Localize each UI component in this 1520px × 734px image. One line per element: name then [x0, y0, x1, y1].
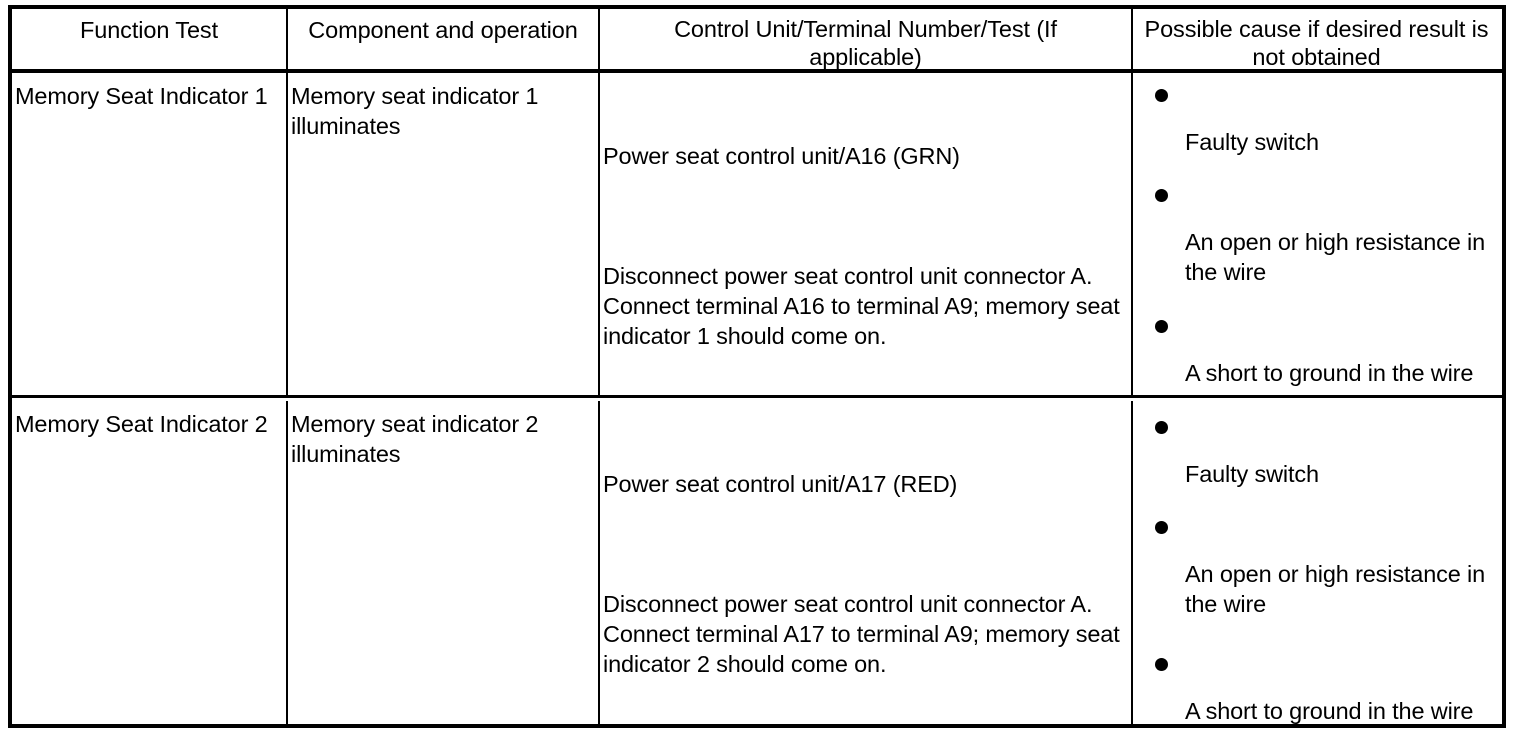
- table-row: Memory Seat Indicator 1 Memory seat indi…: [12, 73, 1502, 398]
- control-unit-paragraph: Power seat control unit/A16 (GRN): [603, 143, 960, 169]
- bullet-icon: [1155, 658, 1168, 671]
- function-test-value: Memory Seat Indicator 1: [15, 83, 268, 109]
- possible-cause-label: Faulty switch: [1185, 461, 1319, 487]
- header-label-possible-cause: Possible cause if desired result is not …: [1134, 15, 1499, 69]
- header-cell-possible-cause: Possible cause if desired result is not …: [1133, 9, 1500, 69]
- possible-cause-label: A short to ground in the wire: [1185, 698, 1474, 724]
- control-unit-value: Power seat control unit/A17 (RED) Discon…: [603, 409, 1129, 724]
- cell-component-operation: Memory seat indicator 1 illuminates: [288, 73, 600, 395]
- cell-function-test: Memory Seat Indicator 2: [12, 401, 288, 724]
- bullet-icon: [1155, 421, 1168, 434]
- possible-cause-label: An open or high resistance in the wire: [1185, 229, 1486, 285]
- possible-cause-list: Faulty switch An open or high resistance…: [1133, 401, 1500, 724]
- function-test-value: Memory Seat Indicator 2: [15, 411, 268, 437]
- possible-cause-label: An open or high resistance in the wire: [1185, 561, 1486, 617]
- cell-control-unit: Power seat control unit/A16 (GRN) Discon…: [600, 73, 1133, 395]
- header-cell-control-unit: Control Unit/Terminal Number/Test (If ap…: [600, 9, 1133, 69]
- header-label-control-unit-line2: applicable): [809, 44, 922, 69]
- possible-cause-label: A short to ground in the wire: [1185, 360, 1474, 386]
- table-header-row: Function Test Component and operation Co…: [12, 9, 1502, 73]
- component-operation-value: Memory seat indicator 1 illuminates: [291, 83, 545, 139]
- bullet-icon: [1155, 521, 1168, 534]
- header-cell-function-test: Function Test: [12, 9, 288, 69]
- control-unit-paragraph: Power seat control unit/A17 (RED): [603, 471, 958, 497]
- possible-cause-label: Faulty switch: [1185, 129, 1319, 155]
- header-label-possible-cause-line1: Possible cause if desired result is: [1144, 16, 1489, 42]
- bullet-icon: [1155, 89, 1168, 102]
- header-cell-component-operation: Component and operation: [288, 9, 600, 69]
- bullet-icon: [1155, 189, 1168, 202]
- cell-possible-cause: Faulty switch An open or high resistance…: [1133, 73, 1500, 395]
- table-row: Memory Seat Indicator 2 Memory seat indi…: [12, 401, 1502, 724]
- bullet-icon: [1155, 320, 1168, 333]
- control-unit-paragraph: Disconnect power seat control unit conne…: [603, 263, 1126, 349]
- header-label-component-operation: Component and operation: [308, 17, 578, 43]
- control-unit-value: Power seat control unit/A16 (GRN) Discon…: [603, 81, 1129, 395]
- cell-function-test: Memory Seat Indicator 1: [12, 73, 288, 395]
- header-label-possible-cause-line2: not obtained: [1252, 44, 1381, 69]
- troubleshooting-table: Function Test Component and operation Co…: [8, 5, 1506, 728]
- cell-component-operation: Memory seat indicator 2 illuminates: [288, 401, 600, 724]
- component-operation-value: Memory seat indicator 2 illuminates: [291, 411, 545, 467]
- control-unit-paragraph: Disconnect power seat control unit conne…: [603, 591, 1126, 677]
- header-label-control-unit: Control Unit/Terminal Number/Test (If ap…: [600, 15, 1131, 69]
- cell-control-unit: Power seat control unit/A17 (RED) Discon…: [600, 401, 1133, 724]
- header-label-control-unit-line1: Control Unit/Terminal Number/Test (If: [674, 16, 1057, 42]
- possible-cause-list: Faulty switch An open or high resistance…: [1133, 73, 1500, 395]
- header-label-function-test: Function Test: [79, 17, 219, 43]
- cell-possible-cause: Faulty switch An open or high resistance…: [1133, 401, 1500, 724]
